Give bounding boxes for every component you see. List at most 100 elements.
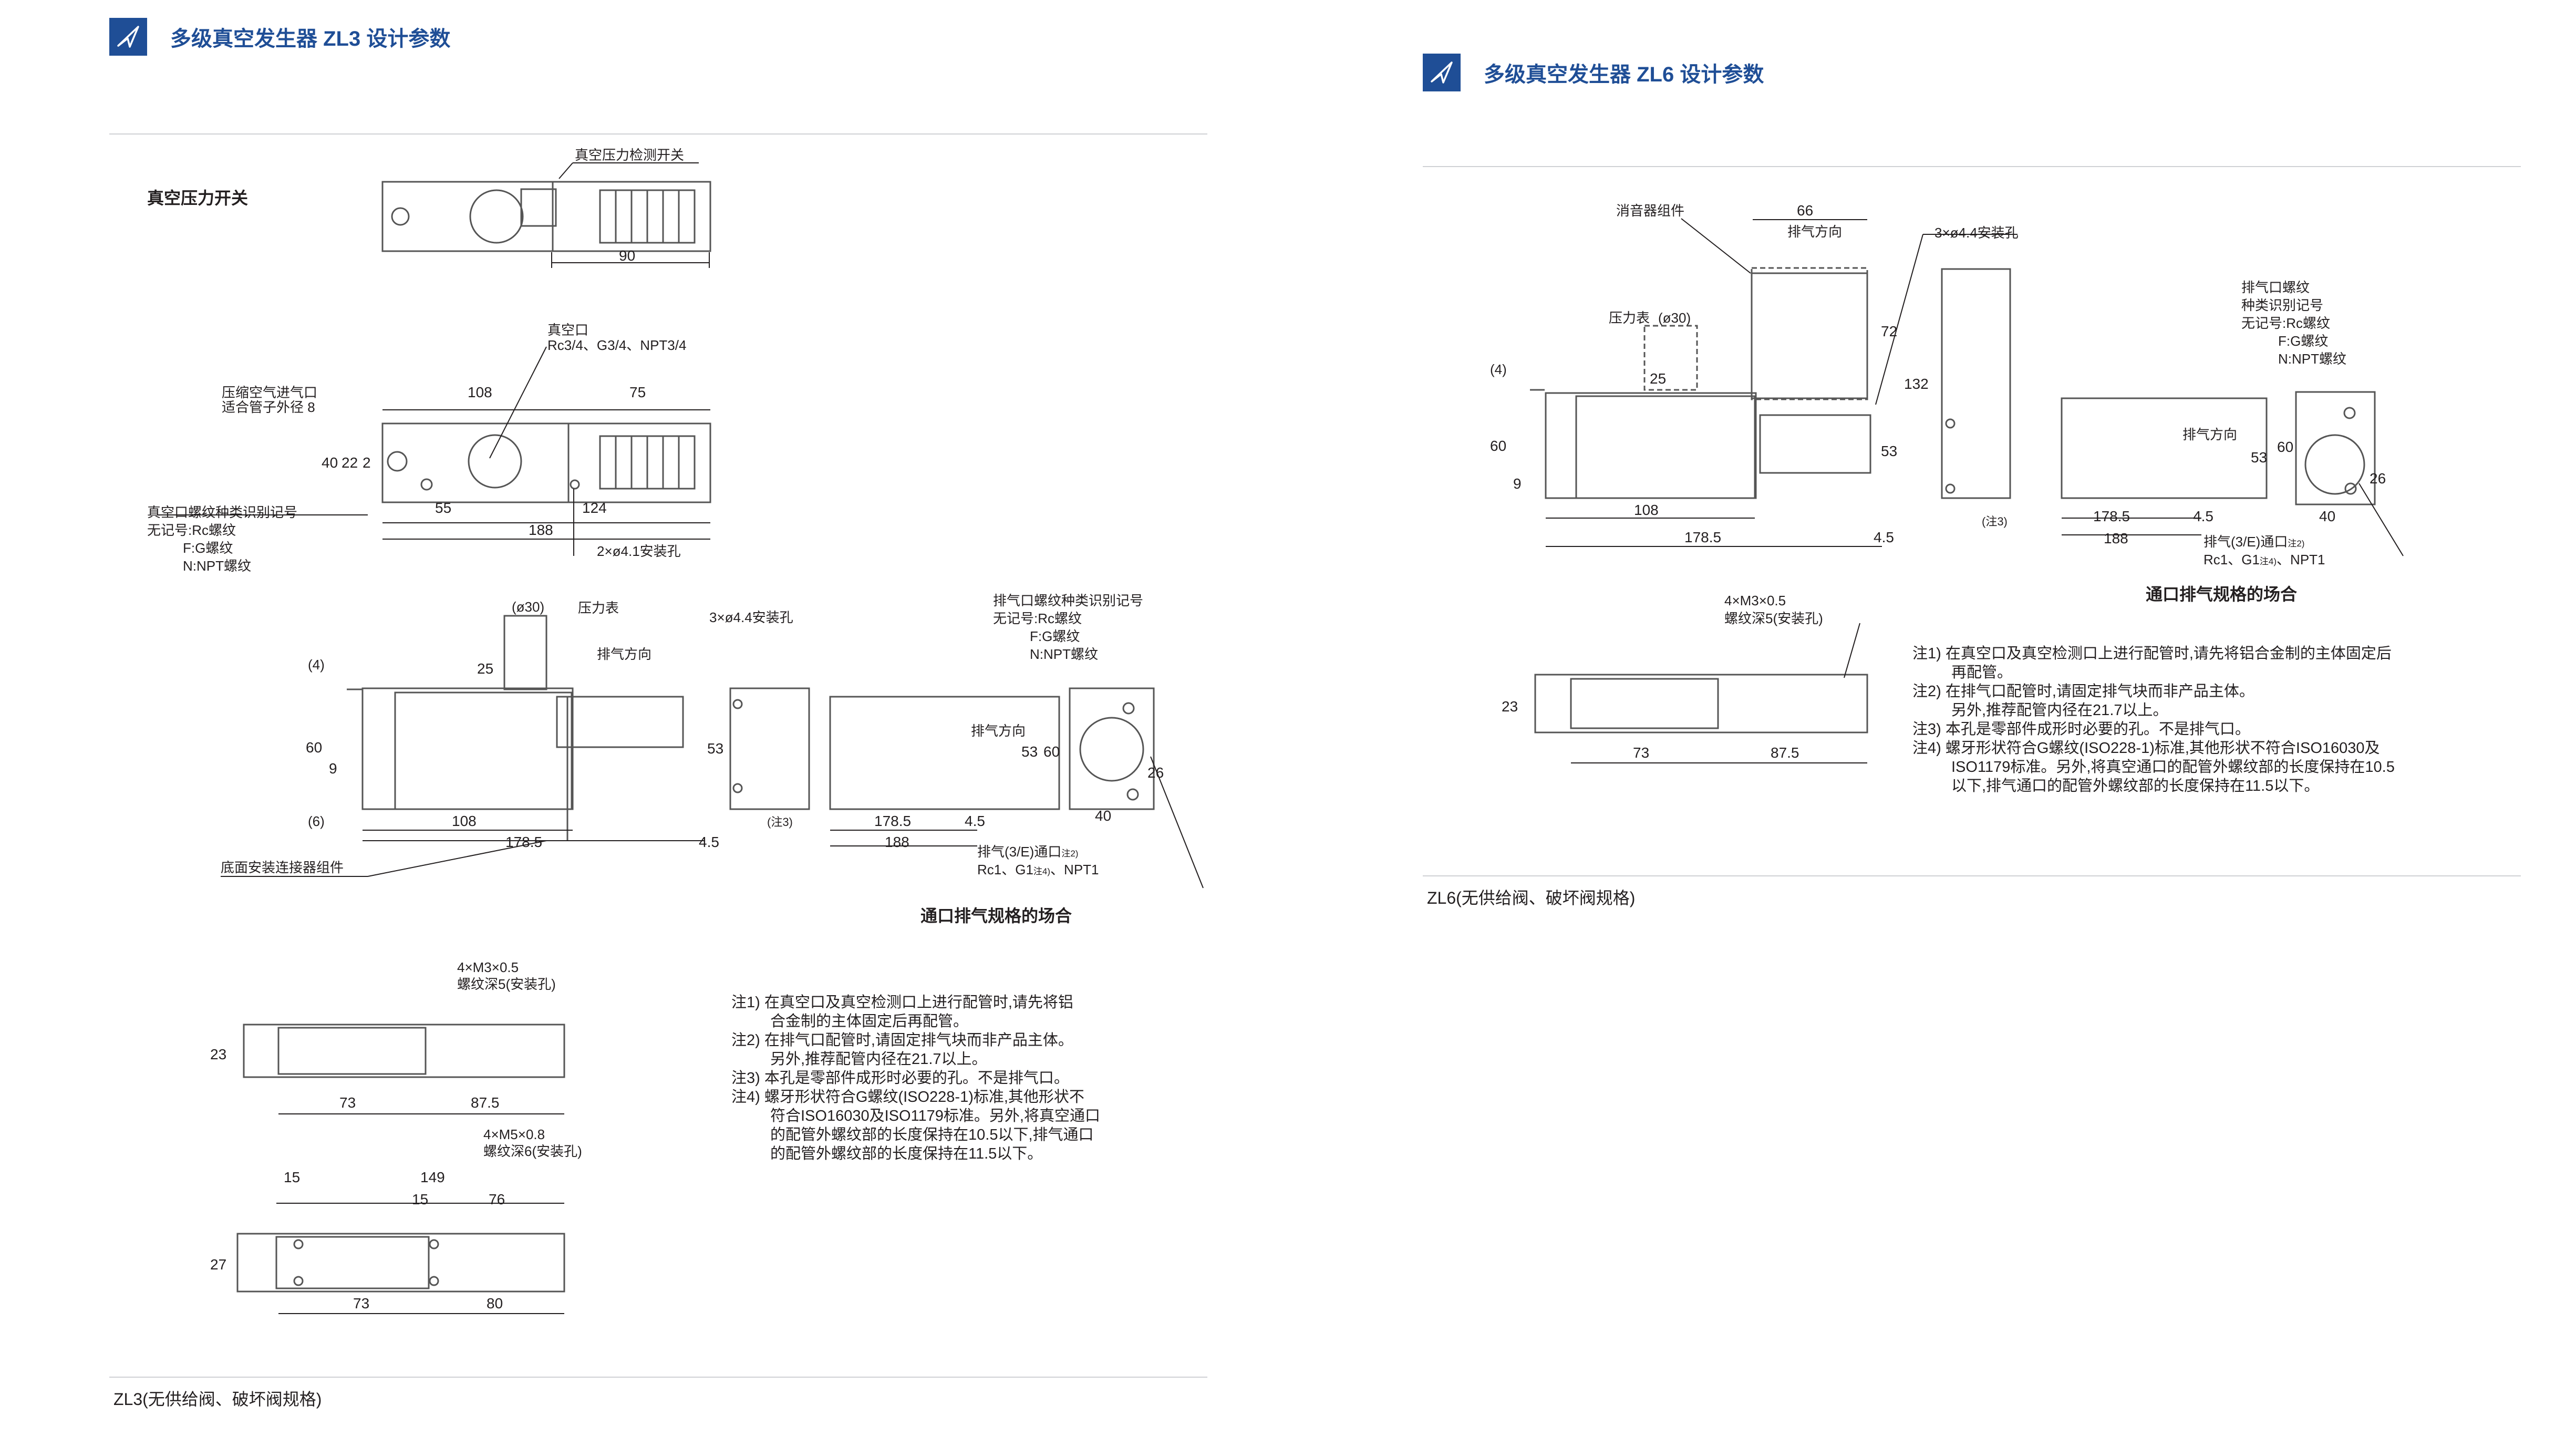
- zl6-bottom-dim-875: 87.5: [1771, 745, 1799, 761]
- zl6-front-gauge: 压力表: [1609, 310, 1650, 326]
- zl6-bottom-dim-23: 23: [1502, 698, 1518, 715]
- zl6-title: 多级真空发生器 ZL6 设计参数: [1484, 63, 1764, 86]
- zl3-front-phi30: (ø30): [512, 599, 544, 615]
- zl3-port-view-body: [829, 696, 1060, 810]
- zl3-front-dim-45: 4.5: [699, 834, 719, 850]
- zl6-front-view-body: [1545, 392, 1757, 499]
- zl3-bottom2-dim-76: 76: [489, 1191, 505, 1207]
- zl3-side-dim-75: 75: [629, 384, 646, 400]
- zl6-front-dim-9: 9: [1513, 476, 1522, 492]
- zl6-front-dim-60: 60: [1490, 438, 1506, 454]
- zl6-footer: ZL6(无供给阀、破坏阀规格): [1427, 889, 1636, 907]
- zl3-bottom1-body: [243, 1024, 565, 1078]
- plane-arrow-icon: [109, 18, 147, 56]
- zl6-port-dim-188: 188: [2104, 530, 2128, 546]
- zl3-air-inlet-label: 压缩空气进气口: [222, 385, 317, 400]
- zl3-caption: 通口排气规格的场合: [920, 906, 1072, 925]
- zl6-note-4: 注4) 螺牙形状符合G螺纹(ISO228-1)标准,其他形状不符合ISO1603…: [1912, 740, 2395, 794]
- zl6-caption: 通口排气规格的场合: [2146, 585, 2298, 604]
- zl3-mount-holes: 2×ø4.1安装孔: [597, 543, 681, 559]
- zl6-front-phi30: (ø30): [1658, 310, 1691, 326]
- zl3-side-dim-55: 55: [435, 500, 451, 516]
- zl3-bottom1-dim-23: 23: [210, 1046, 226, 1062]
- zl3-base-connector: 底面安装连接器组件: [221, 860, 344, 875]
- zl3-side-dim-124: 124: [582, 500, 607, 516]
- zl3-side-dim-108: 108: [468, 384, 492, 400]
- zl3-bottom2-dim-27: 27: [210, 1256, 226, 1273]
- zl3-bottom2-dim-80: 80: [487, 1295, 503, 1311]
- zl3-front-gauge: 压力表: [578, 600, 619, 616]
- zl3-thread-n: N:NPT螺纹: [183, 558, 251, 574]
- zl3-port-dim-188: 188: [885, 834, 909, 850]
- zl6-port-thread-n: N:NPT螺纹: [2278, 351, 2346, 367]
- zl3-side-dim-40: 40: [322, 454, 338, 471]
- zl3-vacuum-port-label: 真空口: [547, 322, 588, 338]
- zl6-port-dim-53: 53: [2251, 449, 2267, 466]
- zl3-side-dim-188: 188: [529, 522, 553, 538]
- zl3-front-holes3: 3×ø4.4安装孔: [709, 609, 793, 625]
- plane-arrow-icon: [1423, 54, 1461, 91]
- zl3-front-view-body: [361, 687, 574, 810]
- zl3-top-dim-90: 90: [619, 247, 635, 264]
- zl6-port-dim-26: 26: [2370, 470, 2386, 487]
- zl3-bottom2-dim-149: 149: [420, 1169, 445, 1185]
- zl3-drawings: 真空压力检测开关 90 真空口 Rc3/4、G3/4、NPT3/4 压缩空气进气…: [147, 147, 1204, 1314]
- zl6-note-1: 注1) 在真空口及真空检测口上进行配管时,请先将铝合金制的主体固定后再配管。: [1912, 645, 2392, 681]
- zl3-thread-id-label: 真空口螺纹种类识别记号: [147, 504, 297, 520]
- zl6-bottom-rule: [1423, 875, 2521, 876]
- zl6-port-dim-60: 60: [2277, 439, 2293, 455]
- zl3-bottom-rule: [109, 1377, 1207, 1378]
- zl3-vacuum-port-spec: Rc3/4、G3/4、NPT3/4: [547, 337, 686, 353]
- zl6-end-view-body: [1941, 268, 2011, 499]
- zl6-port-dim-45: 4.5: [2193, 508, 2213, 524]
- zl3-bottom1-callout1: 4×M3×0.5: [457, 959, 519, 975]
- zl3-thread-none: 无记号:Rc螺纹: [147, 522, 236, 538]
- zl3-bottom2-body: [236, 1233, 565, 1293]
- zl3-side-dim-22: 22: [342, 454, 358, 471]
- zl6-port-thread-id1: 排气口螺纹: [2241, 280, 2310, 295]
- zl3-notes: 注1) 在真空口及真空检测口上进行配管时,请先将铝合金制的主体固定后再配管。 注…: [731, 993, 1204, 1163]
- zl3-thread-f: F:G螺纹: [183, 540, 233, 556]
- zl6-port-dim-178: 178.5: [2093, 508, 2130, 524]
- zl3-bottom2-dim-15a: 15: [284, 1169, 300, 1185]
- zl3-bottom2-dim-15b: 15: [412, 1191, 428, 1207]
- zl3-bottom1-dim-875: 87.5: [471, 1094, 500, 1111]
- zl6-note-3: 注3) 本孔是零部件成形时必要的孔。不是排气口。: [1912, 721, 2250, 738]
- zl3-port-spec: Rc1、G1注4)、NPT1: [977, 862, 1099, 877]
- zl3-bottom2-dim-73: 73: [353, 1295, 369, 1311]
- zl6-port-exhaust-dir: 排气方向: [2182, 427, 2237, 442]
- zl3-note-3: 注3) 本孔是零部件成形时必要的孔。不是排气口。: [731, 1070, 1069, 1087]
- zl3-bottom2-callout1: 4×M5×0.8: [483, 1127, 545, 1142]
- zl6-bottom-body: [1534, 674, 1868, 734]
- zl6-port-exhaust-spec: 排气(3/E)通口注2): [2203, 534, 2304, 550]
- zl3-port-dim-26: 26: [1147, 765, 1164, 781]
- zl3-front-dim-6: (6): [308, 813, 325, 829]
- zl3-front-dim-108: 108: [452, 813, 477, 829]
- zl6-front-dim-45: 4.5: [1874, 529, 1894, 545]
- zl3-front-dim-53: 53: [707, 740, 723, 757]
- zl3-port-dim-60: 60: [1043, 743, 1060, 760]
- zl3-note-4: 注4) 螺牙形状符合G螺纹(ISO228-1)标准,其他形状不符合ISO1603…: [731, 1089, 1100, 1162]
- zl3-top-view-body: [381, 181, 711, 252]
- zl6-port-view-body: [2061, 397, 2268, 499]
- zl6-port-thread-id2: 种类识别记号: [2241, 297, 2323, 313]
- zl3-page: 多级真空发生器 ZL3 设计参数 真空压力开关: [0, 0, 1250, 1436]
- zl6-notes: 注1) 在真空口及真空检测口上进行配管时,请先将铝合金制的主体固定后再配管。 注…: [1912, 644, 2517, 796]
- zl6-dim-66: 66: [1797, 202, 1813, 219]
- zl6-front-note3: (注3): [1982, 515, 2008, 528]
- zl3-header: 多级真空发生器 ZL3 设计参数: [109, 18, 450, 56]
- zl3-front-note3: (注3): [767, 815, 793, 829]
- zl6-front-dim-72: 72: [1881, 323, 1897, 339]
- zl3-front-dim-25: 25: [477, 660, 493, 677]
- zl6-front-dim-108: 108: [1634, 502, 1659, 518]
- zl3-port-dim-178: 178.5: [874, 813, 911, 829]
- zl3-section-label: 真空压力开关: [147, 189, 249, 208]
- zl6-front-exhaust-dir: 排气方向: [1787, 224, 1842, 240]
- zl3-port-thread-f: F:G螺纹: [1030, 628, 1080, 644]
- zl3-port-dim-53: 53: [1021, 743, 1038, 760]
- zl6-port-thread-f: F:G螺纹: [2278, 333, 2328, 349]
- zl3-port-dim-45: 4.5: [965, 813, 985, 829]
- zl3-side-dim-2: 2: [363, 454, 371, 471]
- zl3-port-dim-40: 40: [1095, 808, 1111, 824]
- zl6-front-dim-4: (4): [1490, 361, 1507, 377]
